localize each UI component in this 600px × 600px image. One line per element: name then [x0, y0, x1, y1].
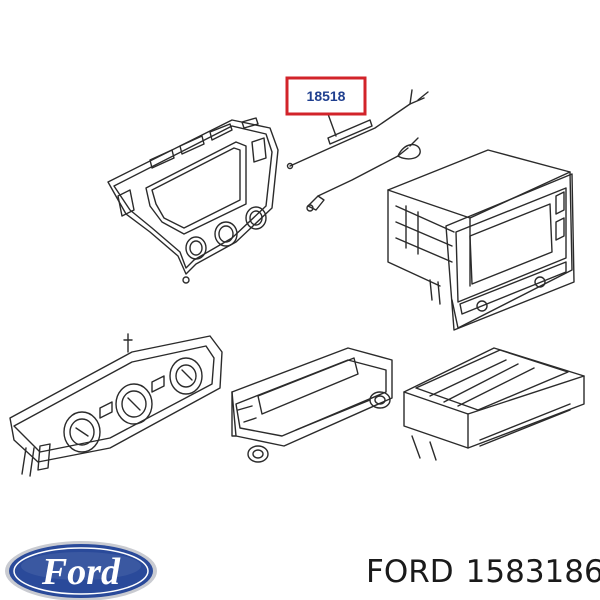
- part-number: 1583186: [465, 554, 600, 590]
- callout-part-code: 18518: [307, 88, 346, 104]
- head-unit: [387, 149, 575, 331]
- console-bezel: [107, 117, 279, 284]
- climate-control-module: [231, 347, 393, 463]
- electronic-module-box: [403, 347, 585, 461]
- cable-assembly: [286, 89, 429, 212]
- maker-name: FORD: [366, 554, 454, 590]
- heater-control-panel: [9, 333, 223, 477]
- part-number-label: FORD 1583186: [366, 554, 600, 590]
- part-callout: 18518: [285, 76, 367, 116]
- ford-logo-text: Ford: [41, 551, 121, 593]
- ford-logo: Ford: [5, 541, 157, 600]
